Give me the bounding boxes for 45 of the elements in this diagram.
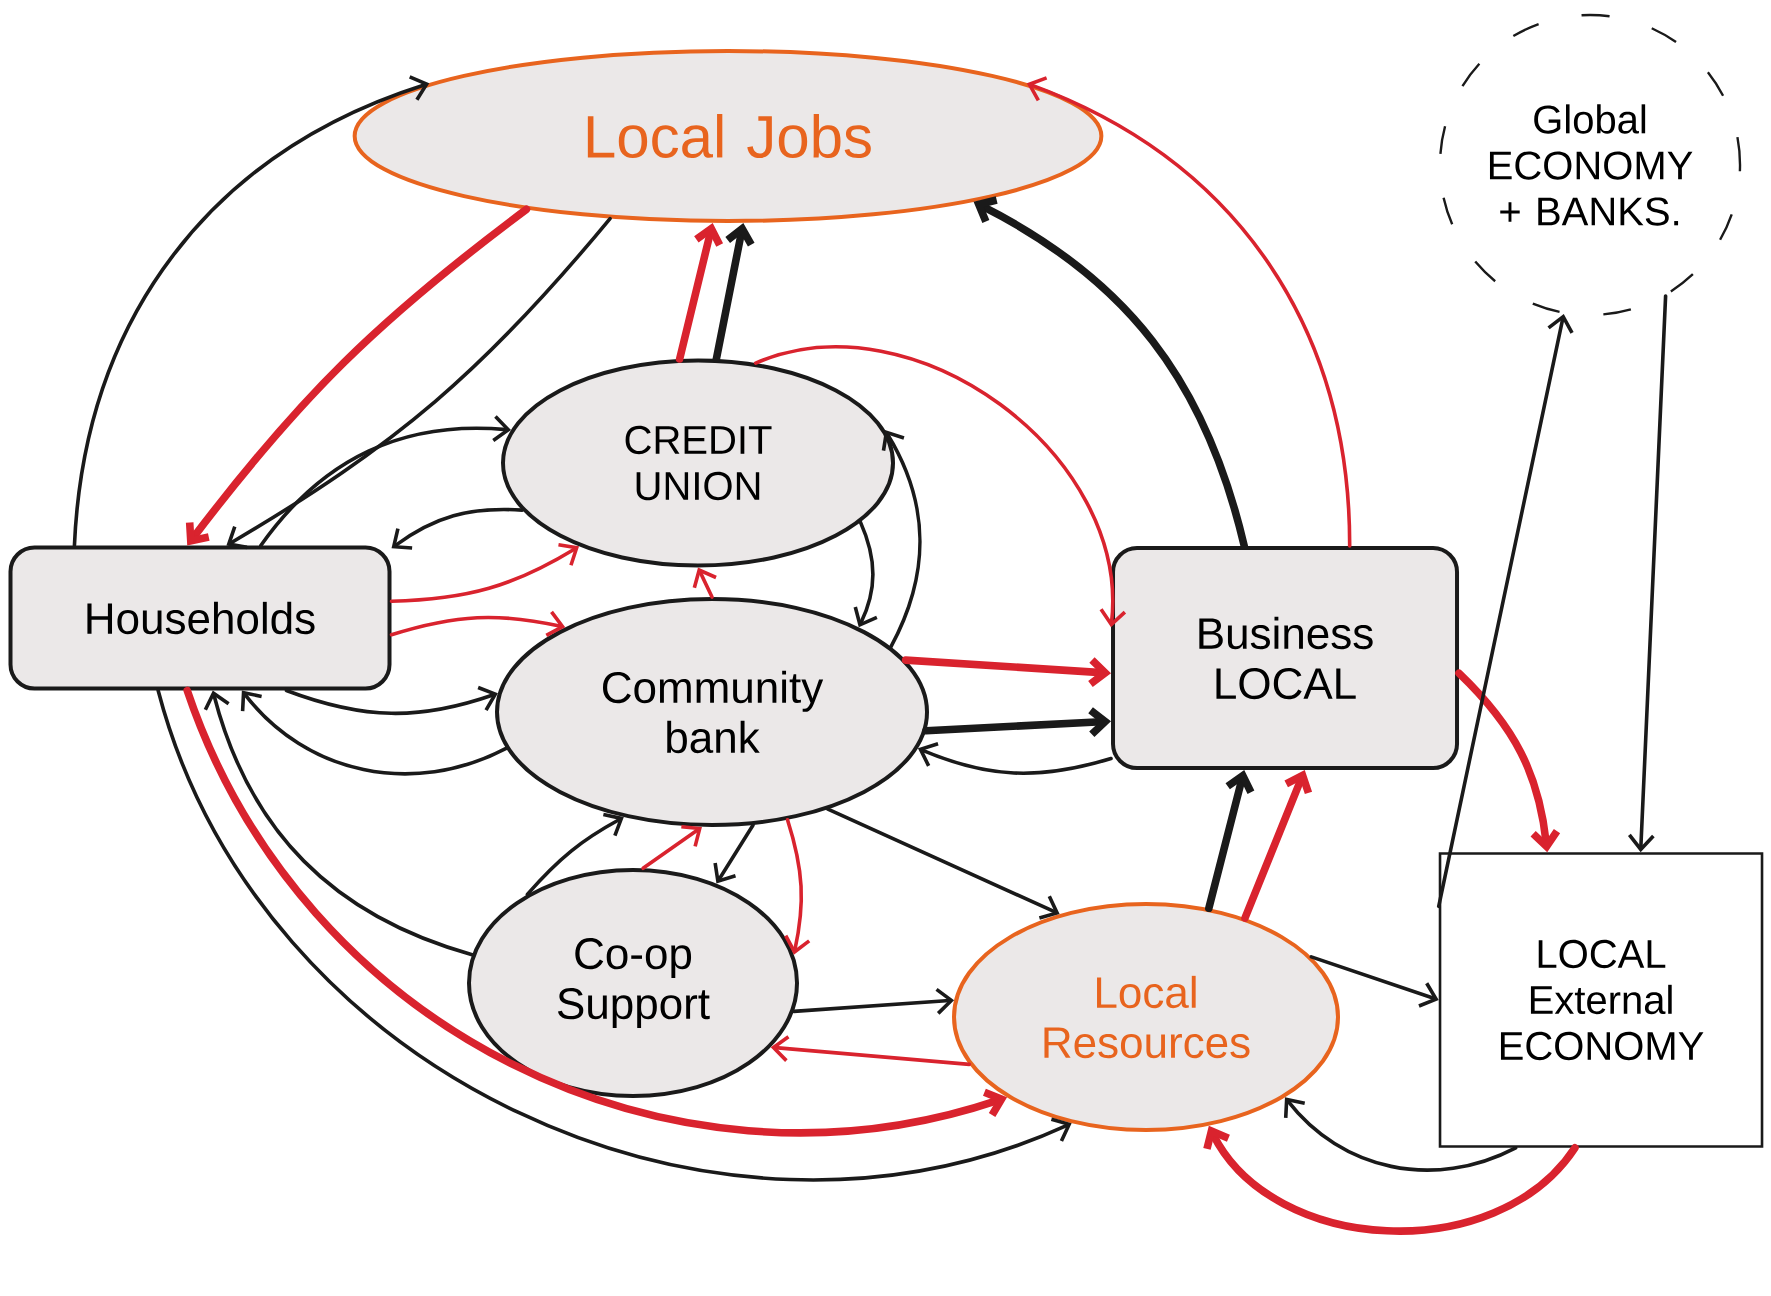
ellipse-node: CREDIT UNION	[501, 358, 895, 568]
box: LOCAL External ECONOMY	[1438, 852, 1764, 1148]
arrow	[692, 567, 717, 599]
arrow	[1026, 76, 1352, 548]
arrow	[156, 688, 1072, 1182]
arrow	[917, 742, 1113, 775]
arrow	[284, 685, 498, 716]
arrow	[641, 824, 702, 871]
arrow	[1283, 1097, 1518, 1172]
arrow	[675, 222, 724, 363]
arrow	[1241, 770, 1313, 922]
arrow	[1309, 955, 1439, 1008]
arrow	[853, 520, 878, 628]
arrow	[259, 415, 512, 548]
arrow	[226, 216, 612, 550]
arrow	[770, 1035, 972, 1067]
ellipse-node: Local Resources	[952, 902, 1340, 1132]
arrow	[525, 812, 624, 897]
arrow	[1205, 770, 1255, 912]
arrow	[922, 707, 1112, 738]
arrow	[784, 818, 811, 955]
arrow	[753, 345, 1127, 628]
arrow	[72, 75, 430, 548]
arrow	[901, 656, 1111, 687]
arrow	[712, 222, 755, 363]
arrow	[391, 507, 524, 550]
arrow	[881, 430, 922, 649]
ellipse-node: Co-op Support	[467, 868, 799, 1098]
arrow	[1436, 313, 1574, 909]
arrow	[1203, 1125, 1579, 1235]
arrow	[203, 690, 474, 957]
rounded-box: Households	[8, 545, 392, 691]
arrow	[713, 823, 755, 884]
arrow	[792, 987, 955, 1015]
arrow	[826, 807, 1060, 920]
ellipse-node: Community bank	[495, 597, 929, 827]
arrow	[1627, 294, 1668, 853]
rounded-box: Business LOCAL	[1111, 546, 1459, 770]
arrow	[389, 610, 566, 637]
arrow	[389, 543, 580, 604]
arrow	[183, 686, 1008, 1136]
arrow	[240, 690, 508, 776]
ellipse-node: Local Jobs	[352, 49, 1104, 223]
arrow	[1455, 669, 1561, 853]
arrow	[185, 205, 531, 546]
